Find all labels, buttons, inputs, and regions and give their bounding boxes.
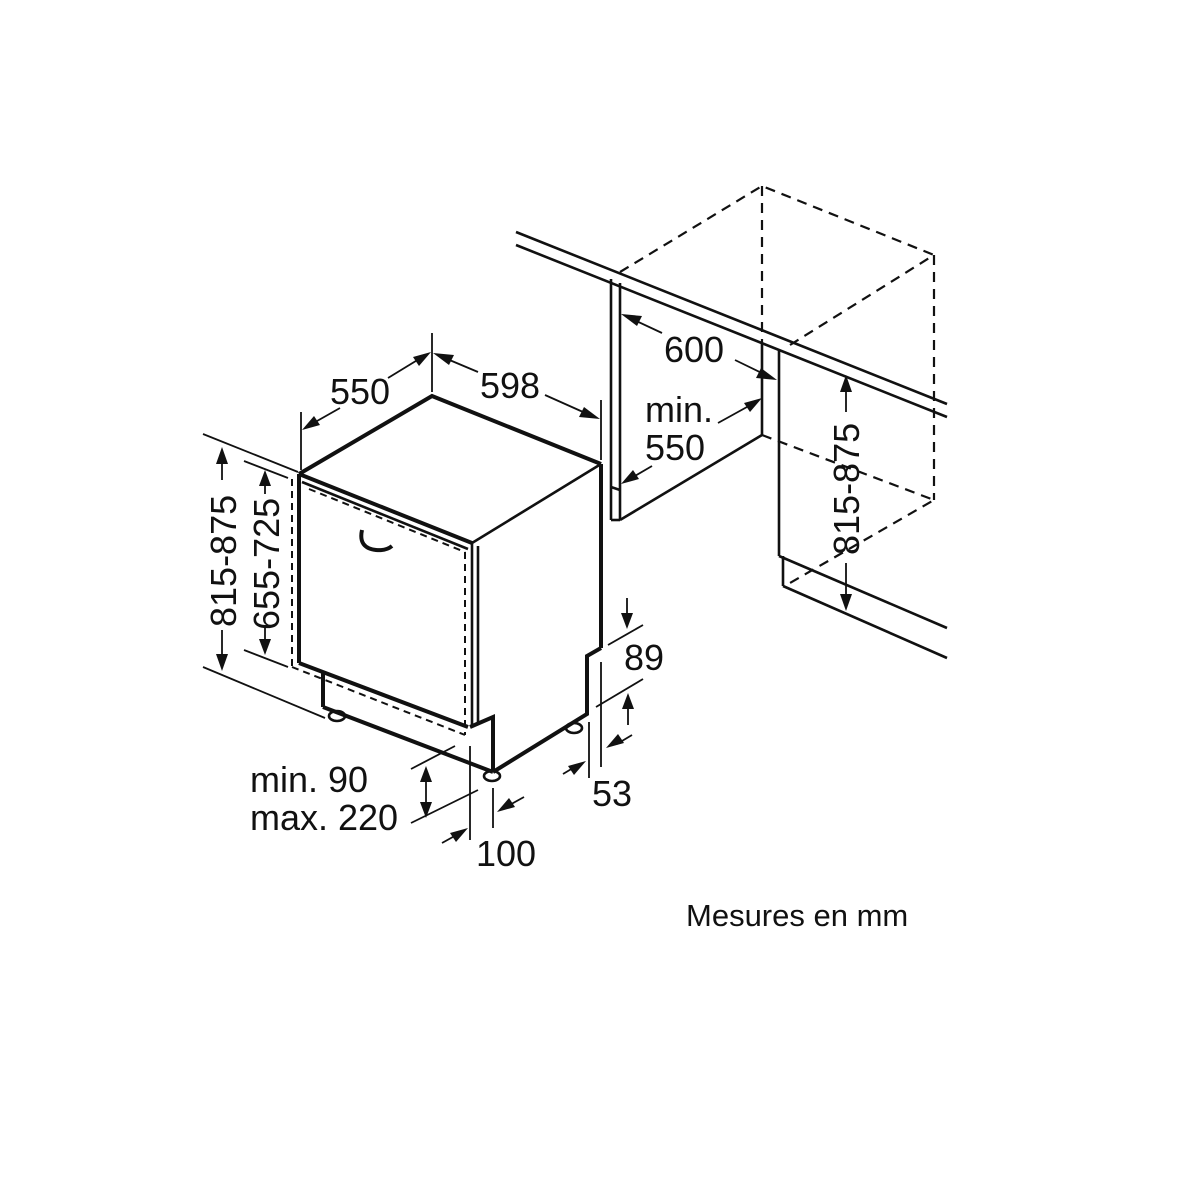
plinth-min-label: min. 90 xyxy=(250,759,368,800)
foot-icon xyxy=(564,721,584,735)
niche-depth-label-value: 550 xyxy=(645,427,705,468)
appliance-height-label: 815-875 xyxy=(203,495,244,627)
door-handle-icon xyxy=(359,529,394,553)
rear-step-depth-label: 53 xyxy=(592,773,632,814)
foot-icon xyxy=(327,709,347,723)
plinth-height-dimension: min. 90 max. 220 xyxy=(250,745,479,838)
appliance-depth-label: 550 xyxy=(330,371,390,412)
foot-icon xyxy=(482,769,502,783)
niche-height-label: 815-875 xyxy=(826,423,867,555)
door-height-label: 655-725 xyxy=(246,498,287,630)
appliance-height-dimension: 815-875 xyxy=(202,433,326,719)
niche-width-label: 600 xyxy=(664,329,724,370)
rear-step-height-label: 89 xyxy=(624,637,664,678)
units-note: Mesures en mm xyxy=(686,898,908,933)
niche-drawing xyxy=(515,184,948,660)
rear-step-depth-dimension: 53 xyxy=(562,662,633,814)
door-height-dimension: 655-725 xyxy=(243,460,289,668)
foot-offset-dimension: 100 xyxy=(441,746,536,874)
appliance-width-label: 598 xyxy=(480,365,540,406)
rear-step-height-dimension: 89 xyxy=(595,598,664,725)
foot-offset-label: 100 xyxy=(476,833,536,874)
plinth-max-label: max. 220 xyxy=(250,797,398,838)
niche-depth-dimension: min. 550 xyxy=(621,389,762,484)
niche-depth-label-min: min. xyxy=(645,389,713,430)
appliance-depth-dimension: 550 xyxy=(300,333,433,470)
appliance-width-dimension: 598 xyxy=(433,353,602,460)
niche-height-dimension: 815-875 xyxy=(826,375,867,611)
dishwasher-drawing xyxy=(291,393,603,783)
niche-width-dimension: 600 xyxy=(621,314,777,380)
